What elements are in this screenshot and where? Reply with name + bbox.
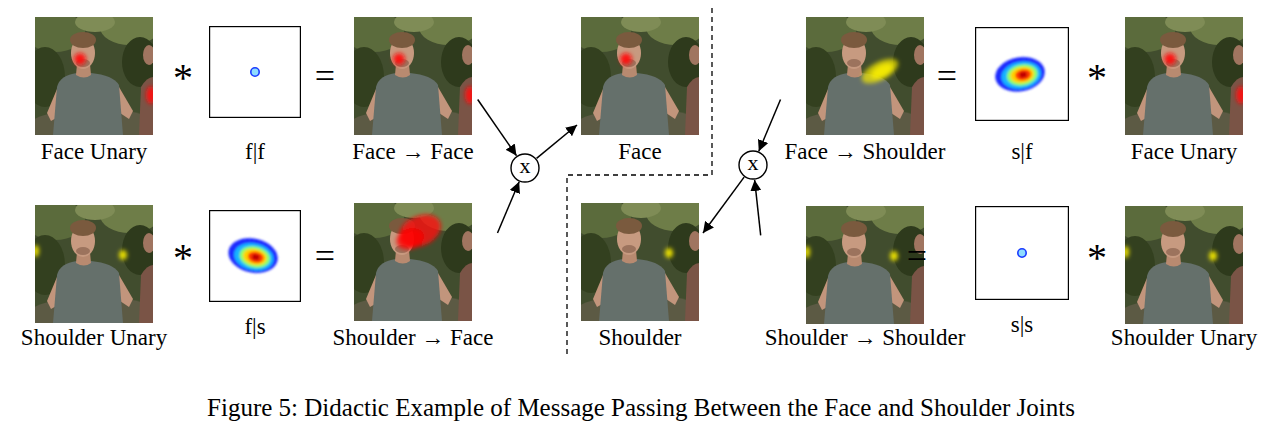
heatmap-image: Shoulder → Face — [329, 203, 498, 353]
photo-illustration — [1125, 17, 1243, 135]
image-caption: Shoulder — [598, 325, 681, 351]
kernel-plot — [975, 27, 1069, 121]
image-caption: Face → Face — [352, 139, 473, 165]
message-arrow — [755, 180, 761, 235]
photo-illustration — [806, 206, 924, 324]
image-caption: Shoulder Unary — [21, 325, 167, 351]
photo-illustration — [354, 17, 472, 135]
image-caption: s|s — [1011, 312, 1034, 338]
image-caption: Shoulder → Shoulder — [765, 325, 966, 351]
message-arrow — [497, 182, 519, 233]
operator-sign: * — [173, 58, 193, 98]
kernel-box: f|s — [205, 210, 305, 342]
photo-illustration — [581, 203, 699, 321]
image-caption: Face → Shoulder — [785, 139, 946, 165]
message-arrow — [537, 125, 577, 158]
message-arrow — [478, 100, 517, 156]
heatmap-image: Face Unary — [31, 17, 157, 167]
message-arrow — [759, 100, 781, 152]
figure-caption: Figure 5: Didactic Example of Message Pa… — [207, 395, 1075, 420]
kernel-plot — [209, 26, 301, 118]
operator-symbol: x — [748, 150, 759, 176]
kernel-box: f|f — [205, 26, 305, 167]
kernel-box: s|s — [971, 206, 1073, 340]
operator-sign: * — [1087, 58, 1107, 98]
heatmap-image: Face — [577, 17, 703, 167]
product-circle: x — [738, 150, 768, 180]
kernel-box: s|f — [971, 27, 1073, 167]
kernel-plot — [975, 206, 1069, 300]
operator-sign: * — [173, 238, 193, 278]
photo-illustration — [354, 203, 472, 321]
heatmap-image: Face Unary — [1121, 17, 1247, 167]
photo-illustration — [806, 17, 924, 135]
kernel-plot — [209, 210, 301, 302]
operator-sign: * — [1087, 238, 1107, 278]
operator-symbol: x — [520, 153, 531, 179]
photo-illustration — [581, 17, 699, 135]
product-circle: x — [510, 153, 540, 183]
photo-illustration — [1125, 206, 1243, 324]
operator-sign: = — [907, 238, 927, 274]
photo-illustration — [35, 17, 153, 135]
message-arrow — [703, 177, 744, 233]
image-caption: f|s — [244, 314, 265, 340]
image-caption: f|f — [245, 139, 265, 165]
photo-illustration — [35, 205, 153, 323]
heatmap-image: Shoulder → Shoulder — [761, 206, 970, 353]
operator-sign: = — [315, 58, 335, 94]
image-caption: Shoulder Unary — [1111, 325, 1257, 351]
operator-sign: = — [315, 238, 335, 274]
heatmap-image: Shoulder Unary — [17, 205, 171, 353]
heatmap-image: Face → Face — [348, 17, 477, 167]
image-caption: Face Unary — [1131, 139, 1238, 165]
image-caption: Face Unary — [41, 139, 148, 165]
operator-sign: = — [937, 58, 957, 94]
image-caption: Face — [618, 139, 661, 165]
heatmap-image: Shoulder — [577, 203, 703, 353]
image-caption: s|f — [1011, 139, 1032, 165]
image-caption: Shoulder → Face — [333, 325, 494, 351]
heatmap-image: Face → Shoulder — [781, 17, 950, 167]
dashed-divider — [567, 8, 712, 356]
heatmap-image: Shoulder Unary — [1107, 206, 1261, 353]
